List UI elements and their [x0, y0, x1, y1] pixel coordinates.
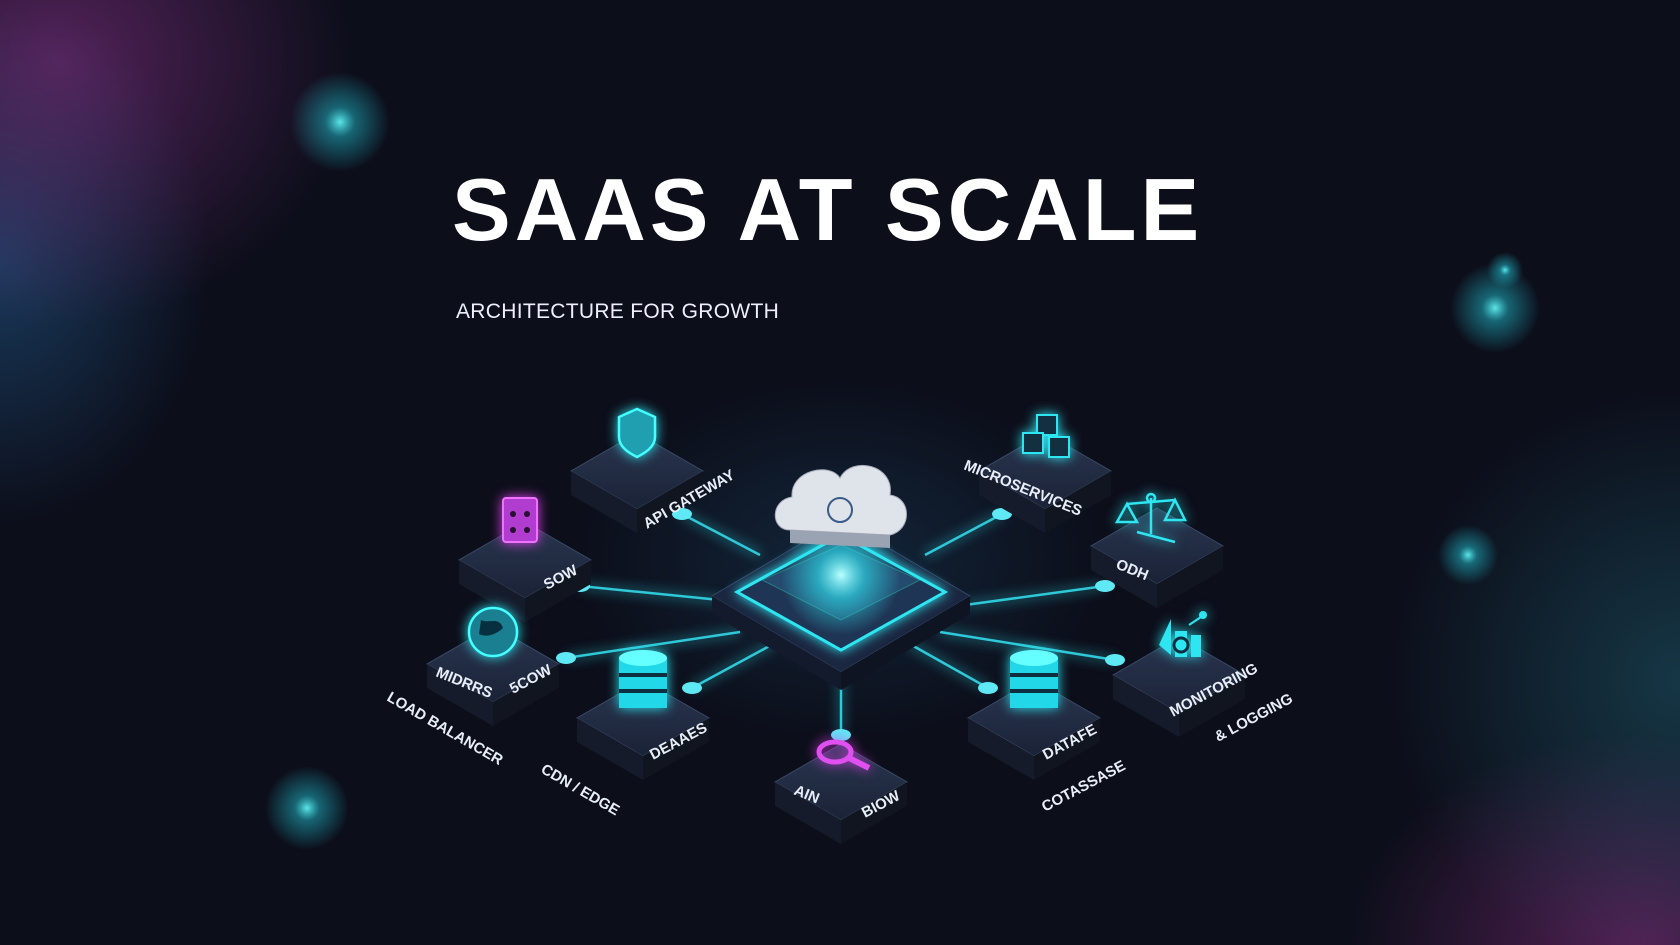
- glow-orb: [265, 766, 349, 850]
- glow-orb: [1450, 263, 1540, 353]
- chart-icon: [1159, 611, 1207, 657]
- glow-orb: [290, 72, 390, 172]
- floating-label-cdn-edge: CDN / EDGE: [538, 761, 622, 819]
- node-microservices[interactable]: MICROSERVICES: [962, 414, 1112, 534]
- search-icon: [816, 739, 871, 771]
- cubes-icon: [1022, 414, 1070, 458]
- node-odh[interactable]: ODH: [1090, 492, 1224, 609]
- page-subtitle: ARCHITECTURE FOR GROWTH: [456, 300, 780, 323]
- database-icon: [619, 650, 667, 708]
- glow-orb: [1438, 525, 1498, 585]
- node-datafe[interactable]: DATAFE: [967, 650, 1101, 781]
- glow-orb: [1487, 252, 1523, 288]
- shield-icon: [617, 407, 657, 459]
- central-hub: [711, 464, 971, 690]
- node-deaaes[interactable]: DEAAES: [576, 650, 710, 781]
- node-api-gateway[interactable]: API GATEWAY: [570, 407, 738, 534]
- page-title: SAAS AT SCALE: [452, 160, 1204, 259]
- node-globe[interactable]: MIDRRS 5COW: [426, 606, 560, 727]
- server-icon: [502, 497, 538, 543]
- scales-icon: [1114, 492, 1188, 544]
- cloud-icon: [774, 464, 907, 548]
- database-icon: [1010, 650, 1058, 708]
- node-sow[interactable]: SOW: [458, 497, 592, 623]
- node-search[interactable]: AIN BIOW: [774, 739, 908, 845]
